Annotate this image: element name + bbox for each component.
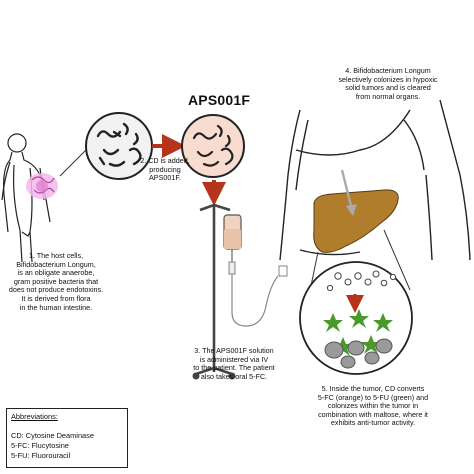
tumor-magnified-icon (299, 261, 413, 375)
liver-icon (313, 189, 399, 253)
zoom-line (59, 147, 89, 177)
inflamed-intestine-icon (26, 173, 58, 199)
aps001f-circle-icon (181, 114, 245, 178)
zoom-line (383, 229, 411, 291)
iv-stand-icon (192, 203, 236, 380)
abbreviation-item: CD: Cytosine Deaminase (11, 431, 94, 440)
bacteria-circle-icon (85, 112, 153, 180)
abbreviation-item: 5-FC: Flucytosine (11, 441, 69, 450)
abbreviation-item: 5-FU: Fluorouracil (11, 451, 71, 460)
abbreviations-heading: Abbreviations: (11, 412, 58, 421)
colonize-arrowhead (346, 204, 357, 216)
colonize-arrow (340, 169, 354, 211)
iv-tube (231, 274, 279, 327)
torso-icon (279, 99, 471, 261)
diagram-title: APS001F (188, 92, 251, 108)
iv-bag-icon (223, 214, 242, 275)
iv-port (278, 265, 288, 277)
step1-caption: 1. The host cells,Bifidobacterium Longum… (8, 251, 104, 312)
abbreviations-box: Abbreviations: CD: Cytosine Deaminase 5-… (6, 408, 128, 468)
